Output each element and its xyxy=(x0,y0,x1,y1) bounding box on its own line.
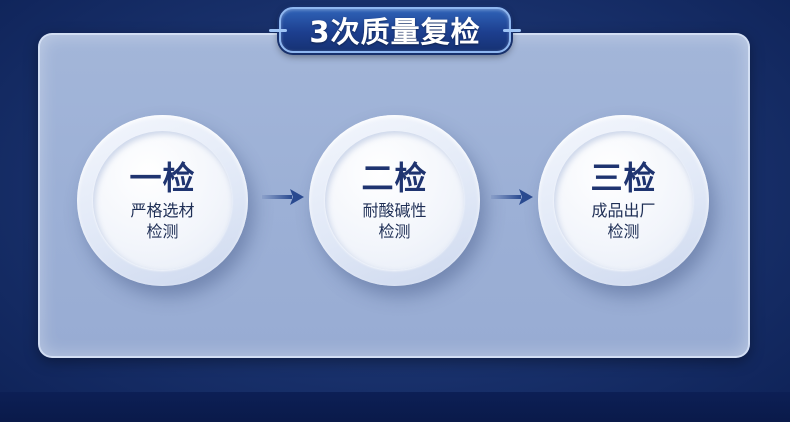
step-desc-line1: 严格选材 xyxy=(130,201,195,220)
step-card-1: 一检 严格选材 检测 xyxy=(77,115,248,286)
arrow-right-icon xyxy=(262,189,304,205)
step-desc-line1: 成品出厂 xyxy=(591,201,656,220)
step-card-inner: 一检 严格选材 检测 xyxy=(93,131,232,270)
step-desc-line1: 耐酸碱性 xyxy=(362,201,427,220)
step-title: 一检 xyxy=(129,159,196,197)
step-card-inner: 三检 成品出厂 检测 xyxy=(554,131,693,270)
step-title: 二检 xyxy=(361,159,428,197)
title-banner: 3次质量复检 xyxy=(269,7,521,53)
step-card-3: 三检 成品出厂 检测 xyxy=(538,115,709,286)
step-desc-line2: 检测 xyxy=(378,222,411,241)
step-desc-line2: 检测 xyxy=(146,222,179,241)
page-title: 3次质量复检 xyxy=(309,15,481,49)
step-title: 三检 xyxy=(590,159,657,197)
bottom-band xyxy=(0,392,790,422)
step-desc-line2: 检测 xyxy=(607,222,640,241)
step-card-inner: 二检 耐酸碱性 检测 xyxy=(325,131,464,270)
arrow-right-icon xyxy=(491,189,533,205)
step-card-2: 二检 耐酸碱性 检测 xyxy=(309,115,480,286)
